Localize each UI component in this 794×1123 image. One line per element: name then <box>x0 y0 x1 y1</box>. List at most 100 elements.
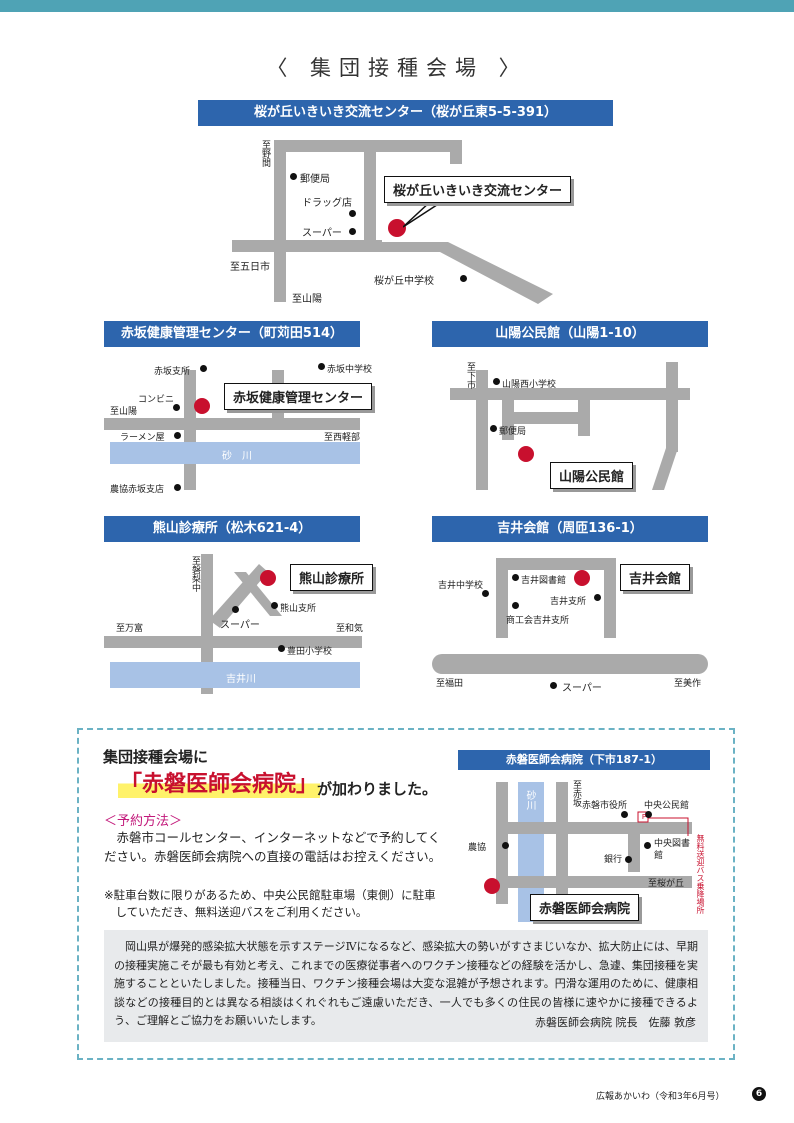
hospital-marker <box>484 878 500 894</box>
label-jhs: 赤坂中学校 <box>327 365 373 375</box>
label-to-waki: 至和気 <box>336 624 364 634</box>
venue-header-kumayama: 熊山診療所（松木621-4） <box>104 516 360 542</box>
label-bank: 銀行 <box>604 855 623 865</box>
label-to-shimoichi: 至下市 <box>465 362 475 389</box>
label-to-fukuda: 至福田 <box>436 679 464 689</box>
venue-header-sakuragaoka: 桜が丘いきいき交流センター（桜が丘東5-5-391） <box>198 100 613 126</box>
ramen-marker <box>174 432 181 439</box>
supermarket-marker <box>232 606 239 613</box>
map-yoshii: 吉井中学校 吉井図書館 吉井会館 吉井支所 商工会吉井支所 至福田 スーパー 至… <box>432 544 708 694</box>
convenience-marker <box>173 404 180 411</box>
map-akasaka: 赤坂支所 赤坂中学校 コンビニ 至山陽 赤坂健康管理センター ラーメン屋 至西軽… <box>104 350 373 495</box>
label-jhs: 吉井中学校 <box>438 581 484 591</box>
label-drug-store: ドラッグ店 <box>302 198 352 209</box>
bank-marker <box>625 856 632 863</box>
map-sakuragaoka: 至野間 郵便局 ドラッグ店 スーパー 桜が丘いきいき交流センター 至五日市 至山… <box>198 126 613 306</box>
label-to-akasaka: 至赤坂 <box>571 780 581 807</box>
reserve-body: 赤磐市コールセンター、インターネットなどで予約してください。赤磐医師会病院への直… <box>104 830 442 864</box>
map-roads <box>104 554 362 694</box>
label-supermarket: スーパー <box>220 620 260 631</box>
label-school: 桜が丘中学校 <box>374 276 434 287</box>
branch-marker <box>271 602 278 609</box>
label-branch: 熊山支所 <box>280 604 317 614</box>
label-shokokai: 商工会吉井支所 <box>506 616 570 626</box>
venue-callout: 吉井会館 <box>620 564 691 591</box>
venue-marker <box>388 219 406 237</box>
notice-hospital-name: 「赤磐医師会病院」 <box>118 766 321 798</box>
label-library: 吉井図書館 <box>521 576 567 586</box>
post-office-marker <box>490 425 497 432</box>
parking-note: ※駐車台数に限りがあるため、中央公民館駐車場（東側）に駐車していただき、無料送迎… <box>104 888 436 919</box>
drug-store-marker <box>349 210 356 217</box>
director-message: 岡山県が爆発的感染拡大状態を示すステージⅣになるなど、感染拡大の勢いがすさまじい… <box>104 930 708 1042</box>
cityhall-marker <box>621 811 628 818</box>
supermarket-marker <box>550 682 557 689</box>
label-to-sanyo: 至山陽 <box>292 294 322 305</box>
map-roads <box>432 558 708 674</box>
kominkan-marker <box>645 811 652 818</box>
map-roads <box>232 140 553 304</box>
venue-header-yoshii: 吉井会館（周匝136-1） <box>432 516 708 542</box>
label-river: 砂川 <box>524 790 535 810</box>
label-to-nishigaru: 至西軽部 <box>324 433 361 443</box>
parking-icon: P <box>641 813 647 821</box>
post-office-marker <box>290 173 297 180</box>
venue-marker <box>194 398 210 414</box>
label-to-mantomi: 至万富 <box>116 624 144 634</box>
page-title: 〈 集団接種会場 〉 <box>266 56 528 80</box>
label-ramen: ラーメン屋 <box>120 433 165 443</box>
label-noukyo: 農協 <box>468 843 487 853</box>
label-school: 豊田小学校 <box>287 647 333 657</box>
page-number: 6 <box>752 1087 766 1101</box>
callout-pointer <box>403 200 443 228</box>
label-to-noma: 至野間 <box>260 140 270 167</box>
label-convenience: コンビニ <box>138 395 175 405</box>
label-supermarket: スーパー <box>302 228 342 239</box>
label-to-mimasaka: 至美作 <box>674 679 702 689</box>
top-accent-bar <box>0 0 794 12</box>
jhs-marker <box>482 590 489 597</box>
hospital-callout: 赤磐医師会病院 <box>530 894 640 921</box>
venue-callout: 山陽公民館 <box>550 462 634 489</box>
venue-marker <box>260 570 276 586</box>
label-school: 山陽西小学校 <box>502 380 557 390</box>
venue-marker <box>518 446 534 462</box>
label-bus-stop: 無料送迎バス乗降場所 <box>696 834 705 914</box>
library-marker <box>512 574 519 581</box>
label-river: 砂 川 <box>222 451 252 462</box>
shokokai-marker <box>512 602 519 609</box>
branch-marker <box>200 365 207 372</box>
label-kominkan: 中央公民館 <box>644 801 690 811</box>
label-library: 中央図書館 <box>654 839 691 861</box>
reserve-heading: ＜予約方法＞ <box>104 814 183 829</box>
venue-marker <box>574 570 590 586</box>
venue-header-akasaka: 赤坂健康管理センター（町苅田514） <box>104 321 360 347</box>
label-post-office: 郵便局 <box>499 427 527 437</box>
library-marker <box>644 842 651 849</box>
jhs-marker <box>318 363 325 370</box>
notice-box <box>77 728 735 1060</box>
footer-publication: 広報あかいわ（令和3年6月号） <box>596 1092 725 1102</box>
hospital-map-header: 赤磐医師会病院（下市187-1） <box>458 750 710 770</box>
label-post-office: 郵便局 <box>300 174 330 185</box>
message-text: 岡山県が爆発的感染拡大状態を示すステージⅣになるなど、感染拡大の勢いがすさまじい… <box>114 940 698 1027</box>
school-marker <box>278 645 285 652</box>
noukyo-marker <box>174 484 181 491</box>
noukyo-marker <box>502 842 509 849</box>
venue-callout: 赤坂健康管理センター <box>224 383 373 410</box>
label-to-sanyo: 至山陽 <box>110 407 138 417</box>
map-roads <box>450 362 690 490</box>
label-branch: 赤坂支所 <box>154 367 191 377</box>
label-cityhall: 赤磐市役所 <box>582 801 628 811</box>
map-roads <box>104 370 360 490</box>
label-to-itsukaichi: 至五日市 <box>230 262 270 273</box>
map-sanyo: 至下市 山陽西小学校 郵便局 山陽公民館 <box>432 350 708 495</box>
school-marker <box>460 275 467 282</box>
notice-line2: が加わりました。 <box>317 780 438 798</box>
notice-line1: 集団接種会場に <box>103 748 209 766</box>
signature: 赤磐医師会病院 院長 佐藤 敦彦 <box>535 1016 696 1029</box>
map-hospital: 砂川 至赤坂 赤磐市役所 中央公民館 P 無料送迎バス乗降場所 農協 中央図書館… <box>458 772 728 922</box>
branch-marker <box>594 594 601 601</box>
map-kumayama: 至磐梨中 熊山診療所 スーパー 熊山支所 至万富 至和気 豊田小学校 吉井川 <box>104 544 374 694</box>
label-supermarket: スーパー <box>562 683 602 694</box>
